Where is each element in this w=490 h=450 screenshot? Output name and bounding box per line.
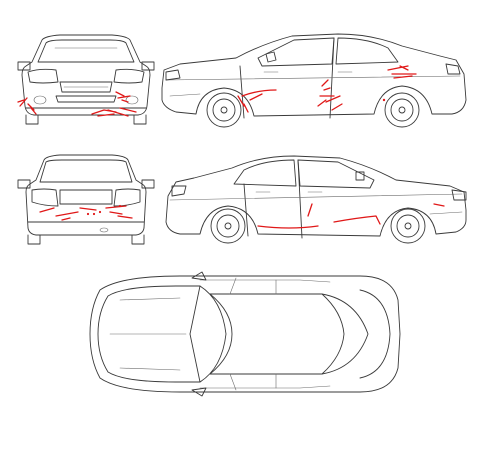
- top-view: [89, 271, 401, 397]
- right-side-view: [161, 33, 467, 128]
- rear-view: [17, 154, 155, 245]
- left-side-view: [165, 155, 467, 244]
- front-view: [17, 34, 155, 125]
